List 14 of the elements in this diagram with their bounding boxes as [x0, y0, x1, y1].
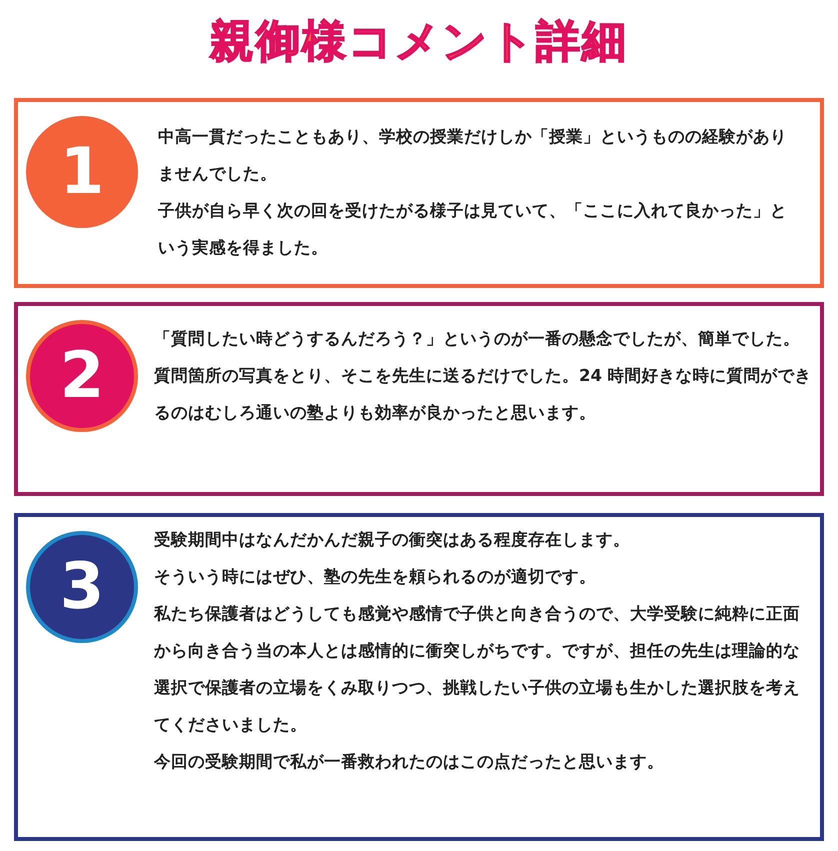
- page-title: 親御様コメント詳細: [208, 15, 629, 69]
- comment-text: 「質問したい時どうするんだろう？」というのが一番の懸念でしたが、簡単でした。質問箇所の写真をとり、そこを先生に送るだけでした。24 時間好きな時に質問ができるのはむしろ通いの塾よりも効率が良かったと思います。: [154, 328, 813, 424]
- comment-text: そういう時にはぜひ、塾の先生を頼られるのが適切です。: [154, 566, 597, 588]
- comment-card: [14, 98, 824, 288]
- number-badge: 3: [26, 531, 138, 643]
- comment-text: 私たち保護者はどうしても感覚や感情で子供と向き合うので、大学受験に純粋に正面から向き合う当の本人とは感情的に衝突しがちです。ですが、担任の先生は理論的な選択で保護者の立場をくみ取りつつ、挑戦したい子供の立場も生かした選択肢を考えてくださいました。: [154, 603, 801, 736]
- comment-text: 受験期間中はなんだかんだ親子の衝突はある程度存在します。: [154, 529, 631, 551]
- comment-text: 今回の受験期間で私が一番救われたのはこの点だったと思います。: [154, 751, 665, 773]
- comment-card: [14, 302, 824, 496]
- number-badge: 2: [26, 320, 138, 432]
- comment-card: [14, 513, 824, 841]
- comment-text: 子供が自ら早く次の回を受けたがる様子は見ていて、「ここに入れて良かった」という実感を得ました。: [158, 200, 788, 259]
- comment-text: 中高一貫だったこともあり、学校の授業だけしか「授業」というものの経験がありませんでした。: [158, 126, 788, 185]
- number-badge: 1: [26, 116, 138, 228]
